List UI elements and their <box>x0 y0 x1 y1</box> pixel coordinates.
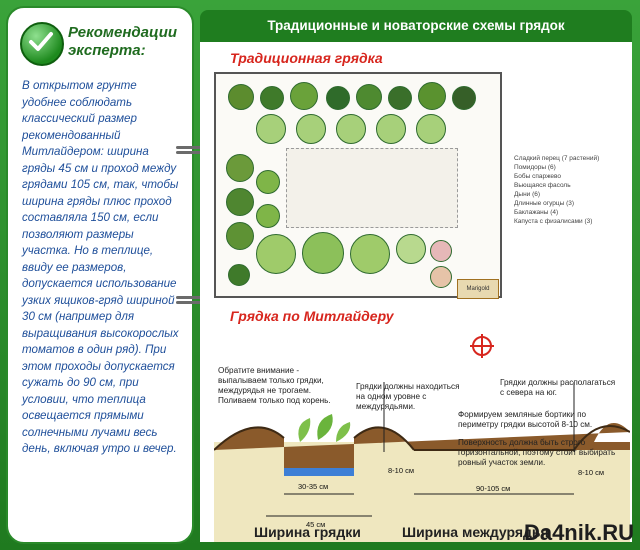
mittleider-cross-section: Обратите внимание - выпалываем только гр… <box>214 322 630 542</box>
traditional-bed-plan: Marigold <box>214 72 502 299</box>
plant <box>290 82 318 110</box>
dim-border-right: 8-10 см <box>578 468 605 477</box>
plant <box>228 84 254 110</box>
checkmark-icon <box>20 22 64 66</box>
dim-border-left: 8-10 см <box>388 466 415 475</box>
legend-item: Вьющаяся фасоль <box>514 182 571 189</box>
plant <box>226 154 254 182</box>
plant <box>226 188 254 216</box>
plant <box>350 234 390 274</box>
legend-item: Помидоры (6) <box>514 164 556 171</box>
plant <box>430 266 452 288</box>
sidebar-text: В открытом грунте удобнее соблюдать клас… <box>22 79 179 455</box>
plant <box>256 204 280 228</box>
plant <box>418 82 446 110</box>
plant <box>396 234 426 264</box>
plant <box>430 240 452 262</box>
plant <box>452 86 476 110</box>
plant <box>256 114 286 144</box>
compass-icon <box>470 334 494 358</box>
marigold-bed: Marigold <box>457 279 499 299</box>
plant <box>296 114 326 144</box>
plant <box>326 86 350 110</box>
note-level: Грядки должны находиться на одном уровне… <box>356 382 460 411</box>
note-surface: Поверхность должна быть строго горизонта… <box>458 438 616 467</box>
page-title: Традиционные и новаторские схемы грядок <box>200 10 632 42</box>
content-panel: Традиционная грядка Marigold <box>200 42 632 542</box>
garden-house <box>286 148 458 228</box>
note-borders: Формируем земляные бортики по периметру … <box>458 410 593 429</box>
plant <box>356 84 382 110</box>
soil-profile-drawing <box>214 382 630 542</box>
legend-item: Сладкий перец (7 растений) <box>514 155 600 162</box>
binder-ring-icon <box>176 296 202 310</box>
plant <box>416 114 446 144</box>
dim-bed: 45 см <box>306 520 326 529</box>
watermark: Da4nik.RU <box>523 520 634 545</box>
dim-inner: 30-35 см <box>298 482 329 491</box>
plant <box>226 222 254 250</box>
legend-item: Длинные огурцы (3) <box>514 200 575 207</box>
plant <box>256 170 280 194</box>
note-orientation: Грядки должны располагаться с севера на … <box>500 378 616 397</box>
dim-path: 90-105 см <box>476 484 511 493</box>
note-weeding: Обратите внимание - выпалываем только гр… <box>218 366 331 405</box>
binder-ring-icon <box>176 146 202 160</box>
plan-legend: Сладкий перец (7 растений) Помидоры (6) … <box>514 154 628 226</box>
plant <box>336 114 366 144</box>
bed-width-label: Ширина грядки <box>254 524 361 540</box>
plant <box>228 264 250 286</box>
row-width-label: Ширина междурядья <box>402 524 549 540</box>
sidebar-title: Рекомендации эксперта: <box>68 24 178 59</box>
legend-item: Бобы спаржево <box>514 173 562 180</box>
plant <box>256 234 296 274</box>
mittleider-title: Грядка по Митлайдеру <box>230 308 394 324</box>
traditional-title: Традиционная грядка <box>230 50 383 66</box>
expert-sidebar: Рекомендации эксперта: В открытом грунте… <box>6 6 194 544</box>
plant <box>260 86 284 110</box>
legend-item: Дыни (6) <box>514 191 541 198</box>
legend-item: Баклажаны (4) <box>514 209 559 216</box>
plant <box>302 232 344 274</box>
plant <box>388 86 412 110</box>
plant <box>376 114 406 144</box>
legend-item: Капуста с физалисами (3) <box>514 218 593 225</box>
